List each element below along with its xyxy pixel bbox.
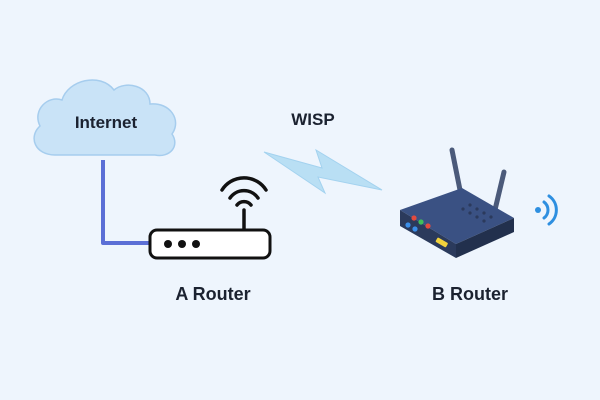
router-a-led <box>192 240 200 248</box>
router-b-top <box>400 188 514 244</box>
router-b-label: B Router <box>432 284 508 304</box>
router-b-led-blue <box>412 226 418 232</box>
router-a-label: A Router <box>175 284 250 304</box>
lightning-bolt-icon <box>263 148 383 195</box>
router-b-front <box>400 210 456 258</box>
router-b-indicator <box>435 237 448 248</box>
router-b-led-blue <box>405 222 411 228</box>
router-b-led-red <box>425 223 431 229</box>
wifi-signal-icon <box>535 194 558 226</box>
router-a-led <box>178 240 186 248</box>
wireless-router-icon <box>400 147 514 258</box>
router-b-led-green <box>418 219 424 225</box>
cloud-icon <box>33 79 177 157</box>
router-a-body <box>148 228 272 260</box>
wifi-icon <box>220 176 268 207</box>
internet-label: Internet <box>75 113 138 132</box>
router-b-led-red <box>411 215 417 221</box>
router-a-led <box>164 240 172 248</box>
router-a <box>148 176 272 260</box>
router-b-antenna <box>491 169 507 217</box>
wisp-label: WISP <box>291 110 334 129</box>
internet-cable <box>101 160 152 245</box>
router-b-side <box>456 218 514 258</box>
